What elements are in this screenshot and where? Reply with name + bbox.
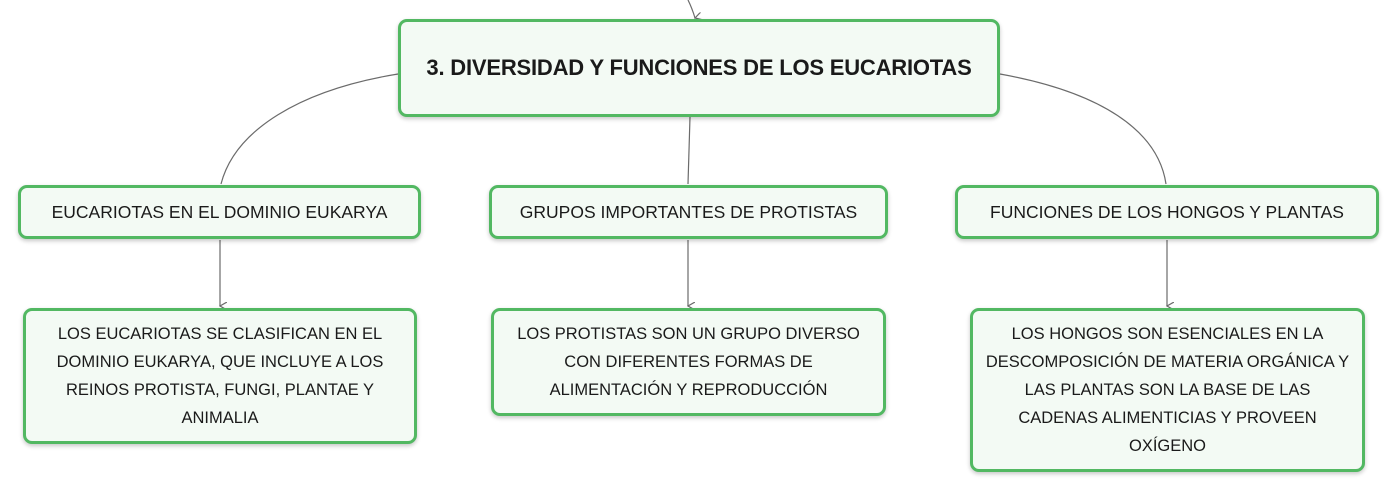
- detail-text: LOS PROTISTAS SON UN GRUPO DIVERSO CON D…: [517, 325, 860, 399]
- topic-label: EUCARIOTAS EN EL DOMINIO EUKARYA: [51, 201, 388, 222]
- topic-node-eukarya[interactable]: EUCARIOTAS EN EL DOMINIO EUKARYA: [18, 185, 421, 239]
- topic-node-hongos-plantas[interactable]: FUNCIONES DE LOS HONGOS Y PLANTAS: [955, 185, 1379, 239]
- root-title: 3. DIVERSIDAD Y FUNCIONES DE LOS EUCARIO…: [426, 55, 972, 80]
- connector-root-topic-2: [687, 116, 691, 185]
- topic-label: FUNCIONES DE LOS HONGOS Y PLANTAS: [990, 201, 1344, 222]
- root-node[interactable]: 3. DIVERSIDAD Y FUNCIONES DE LOS EUCARIO…: [398, 19, 1000, 117]
- topic-label: GRUPOS IMPORTANTES DE PROTISTAS: [519, 201, 858, 222]
- detail-text: LOS EUCARIOTAS SE CLASIFICAN EN EL DOMIN…: [56, 325, 384, 427]
- topic-node-protistas[interactable]: GRUPOS IMPORTANTES DE PROTISTAS: [489, 185, 888, 239]
- connector-root-topic-1: [220, 73, 399, 185]
- detail-node-hongos-plantas[interactable]: LOS HONGOS SON ESENCIALES EN LA DESCOMPO…: [970, 308, 1365, 472]
- detail-node-eukarya[interactable]: LOS EUCARIOTAS SE CLASIFICAN EN EL DOMIN…: [23, 308, 417, 444]
- detail-node-protistas[interactable]: LOS PROTISTAS SON UN GRUPO DIVERSO CON D…: [491, 308, 886, 416]
- incoming-connector: [687, 0, 695, 18]
- connector-root-topic-3: [999, 73, 1167, 185]
- detail-text: LOS HONGOS SON ESENCIALES EN LA DESCOMPO…: [985, 325, 1350, 455]
